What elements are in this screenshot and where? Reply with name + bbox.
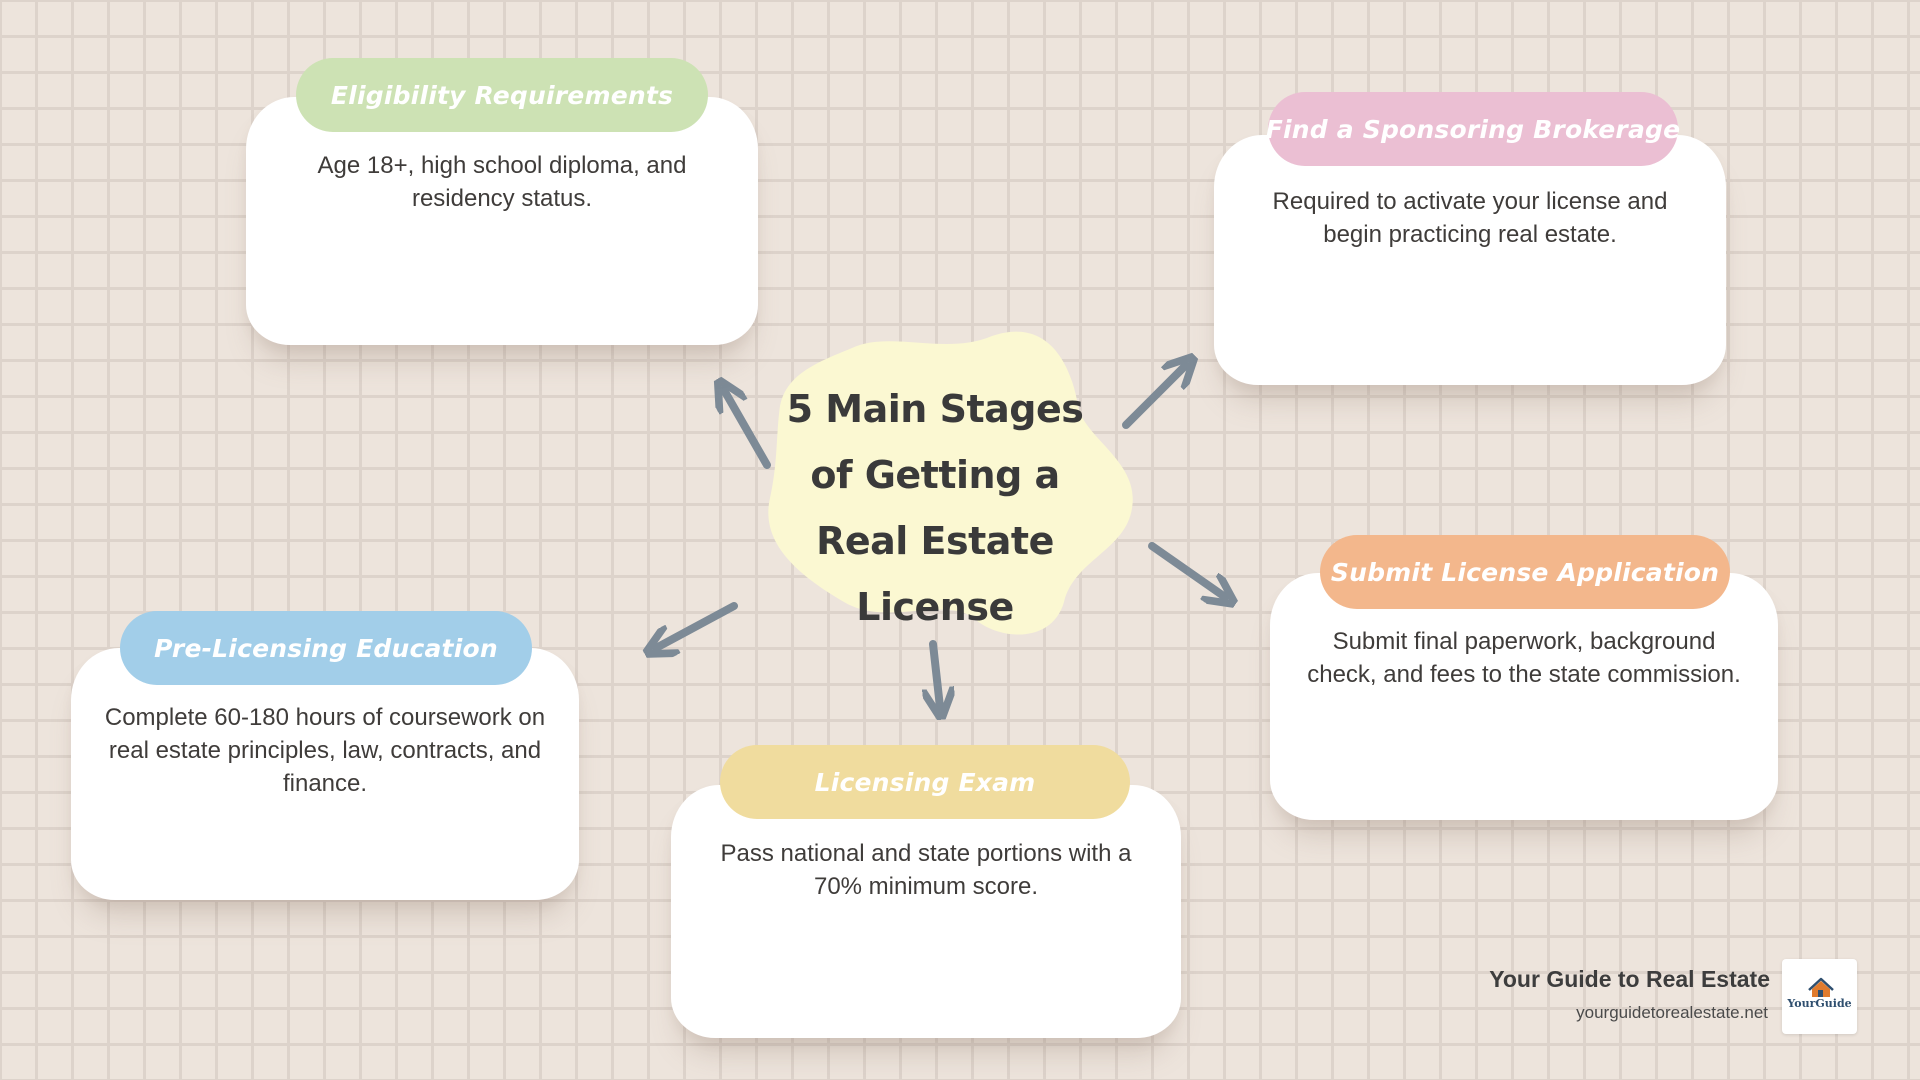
stage-card-brokerage: Required to activate your license and be…: [1214, 135, 1726, 385]
stage-card-eligibility: Age 18+, high school diploma, and reside…: [246, 97, 758, 345]
stage-card-education: Complete 60-180 hours of coursework on r…: [71, 648, 579, 900]
arrow-to-exam: [933, 640, 940, 707]
house-logo-icon: YourGuide: [1786, 977, 1852, 1010]
stage-text-eligibility: Age 18+, high school diploma, and reside…: [317, 152, 687, 212]
stage-card-application: Submit final paperwork, background check…: [1270, 573, 1778, 820]
stage-text-exam: Pass national and state portions with a …: [720, 840, 1132, 900]
diagram-title: 5 Main Stages of Getting a Real Estate L…: [786, 387, 1084, 629]
stage-text-education: Complete 60-180 hours of coursework on r…: [104, 704, 546, 797]
arrow-to-application: [1148, 542, 1225, 597]
stage-text-application: Submit final paperwork, background check…: [1307, 628, 1741, 688]
stage-text-brokerage: Required to activate your license and be…: [1272, 188, 1668, 248]
brand-logo: YourGuide: [1782, 959, 1857, 1034]
stage-heading-exam: Licensing Exam: [720, 745, 1130, 819]
stage-heading-education: Pre-Licensing Education: [120, 611, 532, 685]
brand-url: yourguidetorealestate.net: [1576, 1003, 1768, 1022]
stage-card-exam: Pass national and state portions with a …: [671, 785, 1181, 1038]
stage-heading-eligibility: Eligibility Requirements: [296, 58, 708, 132]
arrow-to-education: [656, 602, 738, 648]
brand-name: Your Guide to Real Estate: [1489, 966, 1770, 992]
stage-heading-brokerage: Find a Sponsoring Brokerage: [1266, 92, 1680, 166]
logo-text: YourGuide: [1786, 997, 1851, 1010]
stage-heading-application: Submit License Application: [1320, 535, 1730, 609]
center-blob: [768, 331, 1133, 635]
